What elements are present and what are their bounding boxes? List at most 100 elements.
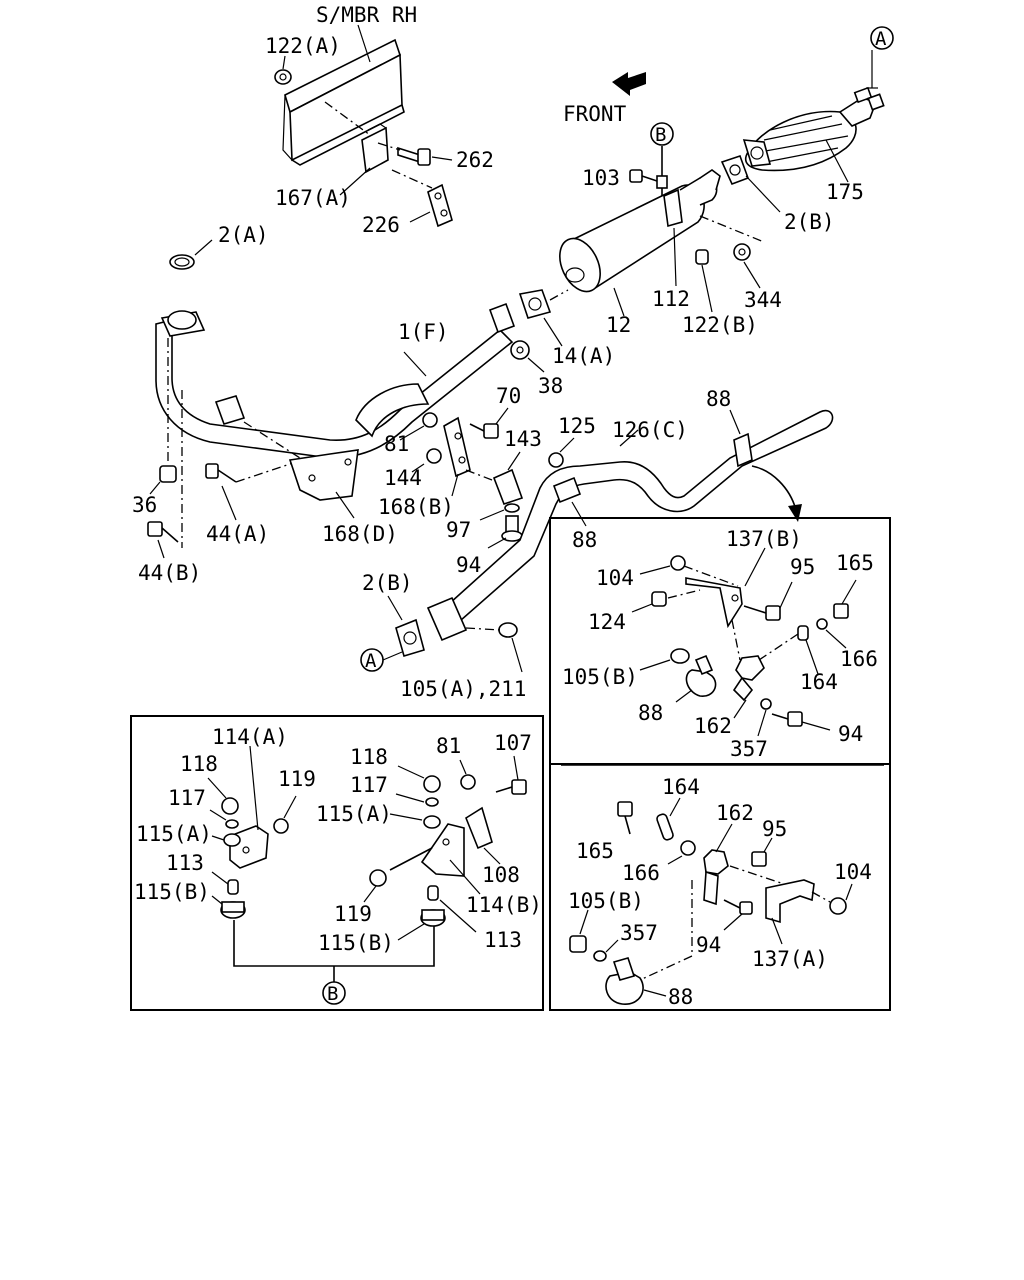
- callout-a-top: A: [870, 26, 894, 50]
- label-14a: 14(A): [552, 344, 615, 368]
- hanger-rubber-162-box2: [703, 849, 729, 906]
- gasket-2b-top: [720, 154, 750, 186]
- bolt-44b: [147, 521, 179, 543]
- label-162-box: 162: [694, 714, 732, 738]
- callout-a-bottom: A: [360, 648, 384, 672]
- label-115b-right: 115(B): [318, 931, 394, 955]
- label-113-right: 113: [484, 928, 522, 952]
- label-105b-box: 105(B): [562, 665, 638, 689]
- label-357-box: 357: [730, 737, 768, 761]
- bracket-168b: [443, 416, 471, 478]
- label-164-box2: 164: [662, 775, 700, 799]
- label-108: 108: [482, 863, 520, 887]
- gasket-2b-bottom: [395, 618, 425, 657]
- nut-118-left: [221, 797, 239, 815]
- bolt-44a: [205, 463, 237, 483]
- label-94-box: 94: [838, 722, 863, 746]
- label-44a: 44(A): [206, 522, 269, 546]
- label-103: 103: [582, 166, 620, 190]
- label-94-box2: 94: [696, 933, 721, 957]
- label-125: 125: [558, 414, 596, 438]
- label-44b: 44(B): [138, 561, 201, 585]
- label-88-box: 88: [638, 701, 663, 725]
- nut-104-box: [670, 555, 686, 571]
- washer-105b-box: [670, 648, 690, 664]
- detail-box-mounts-114: [130, 715, 544, 1011]
- collar-164-box2: [656, 813, 674, 841]
- label-162-box2: 162: [716, 801, 754, 825]
- bolt-70: [469, 423, 499, 439]
- label-2b-top: 2(B): [784, 210, 835, 234]
- bolt-95-box2: [751, 851, 767, 867]
- mount-115a-left: [223, 833, 241, 847]
- label-357-box2: 357: [620, 921, 658, 945]
- washer-117-left: [225, 819, 239, 829]
- callout-b-bottom: B: [322, 981, 346, 1005]
- catalytic-converter-175: [744, 86, 885, 172]
- converter-flange-front: [742, 139, 772, 167]
- label-112: 112: [652, 287, 690, 311]
- detail-box-hanger-137a: [549, 763, 891, 1011]
- nut-118-right: [423, 775, 441, 793]
- label-1f: 1(F): [398, 320, 449, 344]
- washer-97: [504, 503, 520, 513]
- label-88-box2: 88: [668, 985, 693, 1009]
- label-137b: 137(B): [726, 527, 802, 551]
- label-165-box: 165: [836, 551, 874, 575]
- front-label: FRONT: [563, 102, 627, 126]
- mount-115b-right: [420, 909, 446, 927]
- bracket-168d: [288, 449, 359, 501]
- label-2b-bottom: 2(B): [362, 571, 413, 595]
- label-118-left: 118: [180, 752, 218, 776]
- side-member-rail: [282, 38, 405, 166]
- bolt-165-box2: [617, 801, 633, 835]
- nut-119-left: [273, 818, 289, 834]
- label-105a-211: 105(A),211: [400, 677, 526, 701]
- bracket-114b: [420, 823, 465, 877]
- nut-105b-box2: [569, 935, 587, 953]
- label-344: 344: [744, 288, 782, 312]
- mount-115b-left: [220, 901, 246, 919]
- label-122b: 122(B): [682, 313, 758, 337]
- label-175: 175: [826, 180, 864, 204]
- collar-122b: [695, 249, 709, 265]
- label-114b: 114(B): [466, 893, 542, 917]
- label-70: 70: [496, 384, 521, 408]
- callout-b-top: B: [650, 122, 674, 146]
- label-262: 262: [456, 148, 494, 172]
- svg-text:A: A: [365, 650, 377, 672]
- tail-pipe-126c: [426, 409, 834, 642]
- label-119-right: 119: [334, 902, 372, 926]
- label-104-box: 104: [596, 566, 634, 590]
- washer-357-box: [760, 698, 772, 710]
- label-226: 226: [362, 213, 400, 237]
- nut-81-box: [460, 774, 476, 790]
- collar-164-box: [797, 625, 809, 641]
- label-144: 144: [384, 466, 422, 490]
- label-115b-left: 115(B): [134, 880, 210, 904]
- label-2a: 2(A): [218, 223, 269, 247]
- washer-105a-211: [498, 622, 518, 638]
- label-81-main: 81: [384, 432, 409, 456]
- label-81-box: 81: [436, 734, 461, 758]
- bolt-165-box: [833, 603, 849, 619]
- label-122a-top: 122(A): [265, 34, 341, 58]
- label-119-left: 119: [278, 767, 316, 791]
- hanger-bracket-167a: [361, 123, 389, 174]
- bolt-94-box: [771, 711, 803, 727]
- nut-125: [548, 452, 564, 468]
- bracket-137a: [765, 879, 815, 924]
- front-arrow-icon: [612, 72, 646, 96]
- label-95-box: 95: [790, 555, 815, 579]
- muffler-12: [559, 169, 721, 293]
- label-97: 97: [446, 518, 471, 542]
- stud-103: [629, 169, 661, 183]
- bracket-137b: [685, 577, 743, 629]
- bolt-262: [397, 146, 431, 166]
- side-member-label: S/MBR RH: [316, 3, 417, 27]
- nut-344: [733, 243, 751, 261]
- clamp-88-box: [685, 654, 717, 697]
- nut-144: [426, 448, 442, 464]
- washer-166-box: [816, 618, 828, 630]
- label-168d: 168(D): [322, 522, 398, 546]
